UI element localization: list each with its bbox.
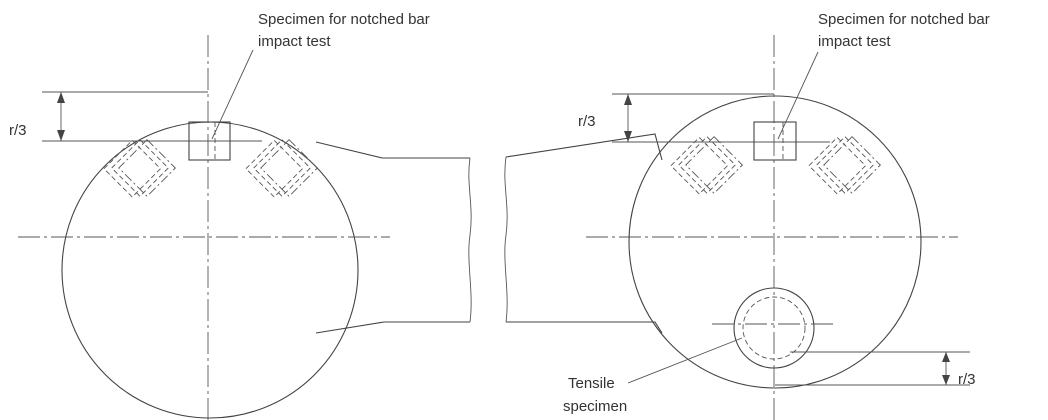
left-dimension-arrow-top: [57, 92, 65, 103]
left-dimension-arrow-bottom: [57, 130, 65, 141]
left-shaft-outline: [315, 141, 470, 334]
right-notched-label-line2: impact test: [818, 33, 891, 50]
left-diamond-specimens-left: [103, 139, 176, 198]
right-leader-tensile: [627, 337, 743, 384]
left-notched-label-line1: Specimen for notched bar: [258, 11, 430, 28]
right-diamond-specimens-left: [670, 136, 743, 195]
right-bottom-dimension-label: r/3: [958, 371, 976, 388]
right-top-dimension-arrow-bottom: [624, 131, 632, 142]
right-tensile-label-line2: specimen: [563, 398, 627, 415]
right-shaft-outline: [505, 133, 663, 334]
right-tensile-label-line1: Tensile: [568, 375, 615, 392]
right-disc-outline: [628, 95, 922, 389]
left-leader-notched: [211, 49, 254, 140]
left-view: r/3 Specimen for notched bar impact test: [9, 11, 472, 420]
right-shaft-break-line: [504, 156, 508, 323]
right-top-dimension-arrow-top: [624, 94, 632, 105]
right-tensile-specimen-inner: [742, 296, 806, 360]
left-notched-specimen-box: [188, 121, 231, 161]
left-notched-label-line2: impact test: [258, 33, 331, 50]
left-shaft-break-line: [468, 157, 472, 323]
right-tensile-specimen-outer: [733, 287, 815, 369]
right-notched-label-line1: Specimen for notched bar: [818, 11, 990, 28]
right-notched-specimen-box: [753, 121, 797, 161]
right-bottom-dimension-arrow-top: [942, 352, 950, 362]
right-top-dimension-label: r/3: [578, 113, 596, 130]
right-diamond-specimens-right: [808, 136, 881, 195]
right-bottom-dimension-arrow-bottom: [942, 375, 950, 385]
right-view: r/3 r/3 Specimen for notched bar: [504, 11, 990, 420]
left-dimension-label: r/3: [9, 122, 27, 139]
right-leader-notched: [777, 51, 819, 140]
left-diamond-specimens-right: [245, 139, 318, 198]
